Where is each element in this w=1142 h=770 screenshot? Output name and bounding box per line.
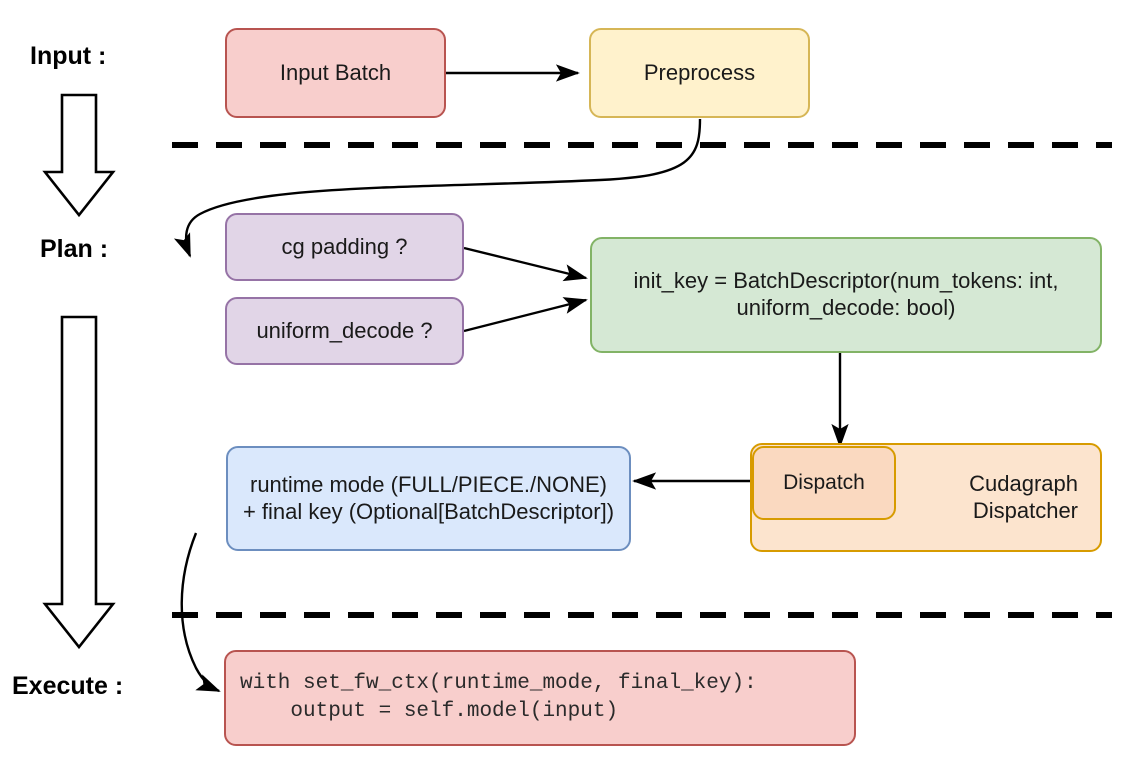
node-init-key-line2: uniform_decode: bool) xyxy=(736,295,956,320)
node-preprocess[interactable]: Preprocess xyxy=(589,28,810,118)
node-uniform-decode-label: uniform_decode ? xyxy=(256,317,433,343)
arrow-uniform-decode-to-init-key xyxy=(463,297,588,333)
arrow-runtime-mode-to-execute-code xyxy=(180,532,221,693)
stage-label-plan: Plan : xyxy=(40,235,109,263)
arrow-cg-padding-to-init-key xyxy=(463,246,588,282)
node-preprocess-label: Preprocess xyxy=(643,59,756,85)
node-uniform-decode[interactable]: uniform_decode ? xyxy=(225,297,464,365)
node-cudagraph-dispatcher-line1: Cudagraph xyxy=(969,470,1078,496)
node-cudagraph-dispatcher[interactable]: Cudagraph Dispatcher xyxy=(750,443,1102,552)
node-dispatch[interactable]: Dispatch xyxy=(752,446,896,520)
node-runtime-mode[interactable]: runtime mode (FULL/PIECE./NONE) + final … xyxy=(226,446,631,551)
node-execute-code-line1: with set_fw_ctx(runtime_mode, final_key)… xyxy=(240,671,757,695)
node-init-key[interactable]: init_key = BatchDescriptor(num_tokens: i… xyxy=(590,237,1102,353)
stage-label-input: Input : xyxy=(30,42,107,70)
node-cudagraph-dispatcher-line2: Dispatcher xyxy=(972,497,1078,523)
node-cg-padding-label: cg padding ? xyxy=(281,233,408,259)
node-init-key-line1: init_key = BatchDescriptor(num_tokens: i… xyxy=(633,268,1059,294)
node-execute-code[interactable]: with set_fw_ctx(runtime_mode, final_key)… xyxy=(224,650,856,746)
node-runtime-mode-line1: runtime mode (FULL/PIECE./NONE) xyxy=(250,471,607,497)
block-arrow-plan-to-execute xyxy=(42,315,116,650)
block-arrow-input-to-plan xyxy=(42,93,116,218)
node-dispatch-label: Dispatch xyxy=(783,471,865,495)
node-cg-padding[interactable]: cg padding ? xyxy=(225,213,464,281)
stage-label-execute: Execute : xyxy=(12,672,124,700)
node-input-batch[interactable]: Input Batch xyxy=(225,28,446,118)
node-execute-code-line2: output = self.model(input) xyxy=(240,700,619,723)
node-runtime-mode-line2: + final key (Optional[BatchDescriptor]) xyxy=(242,498,615,524)
node-input-batch-label: Input Batch xyxy=(279,59,392,85)
